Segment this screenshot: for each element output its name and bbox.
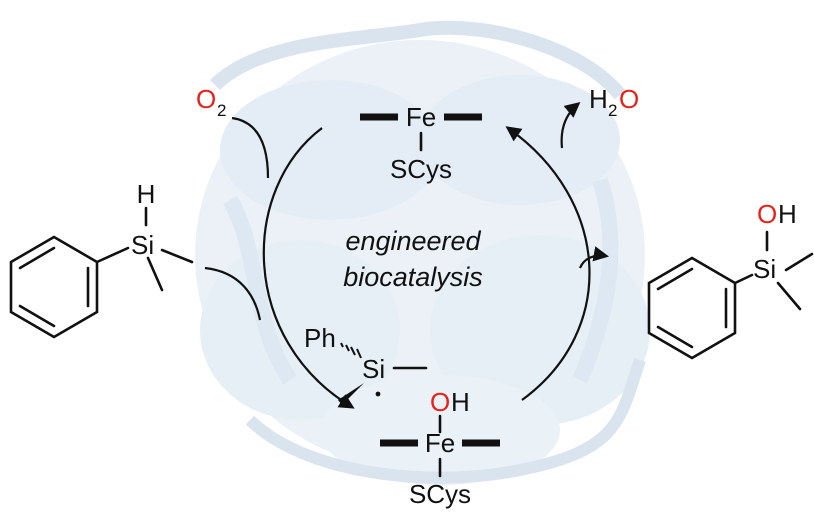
radical-si-symbol: Si [362,354,385,384]
oxygen-entry-arrow [231,116,270,179]
caption-line-1: engineered [345,226,481,256]
cycle-arrows [204,102,610,409]
heme-iron-hydroxo-bottom: O H Fe SCys [380,387,500,509]
hydroxo-hydrogen: H [451,387,470,417]
caption-line-2: biocatalysis [343,262,483,292]
hashed-wedge-bond [340,342,362,359]
left-cycle-arc [262,127,355,409]
product-release-arrow [578,246,610,269]
silanol-o-symbol: O [757,199,777,229]
water-h: H [589,84,608,114]
water-subscript: 2 [608,101,617,120]
silanol-si-symbol: Si [753,254,776,284]
oxygen-subscript: 2 [217,101,226,120]
iron-bottom-symbol: Fe [425,428,455,458]
silane-substrate: Si H [9,179,194,339]
silane-si-symbol: Si [131,230,154,260]
hydroxo-oxygen: O [430,387,450,417]
water-o: O [619,84,639,114]
silanol-h-symbol: H [778,199,797,229]
silanol-product: Si O H [647,199,814,360]
oxygen-reagent: O 2 [196,84,226,120]
iron-top-symbol: Fe [406,102,436,132]
oxygen-symbol: O [196,84,216,114]
radical-ph-label: Ph [304,323,336,353]
cysteine-top-label: SCys [390,154,452,184]
radical-dot [375,391,381,397]
heme-iron-top: Fe SCys [360,102,482,184]
silyl-radical-intermediate: Ph Si [304,323,428,405]
right-cycle-arc [505,126,591,401]
cysteine-bottom-label: SCys [409,479,471,509]
water-release-arrow [560,102,581,149]
silane-h-symbol: H [137,179,156,209]
substrate-entry-arrow [204,266,262,321]
water-product: H 2 O [589,84,639,120]
